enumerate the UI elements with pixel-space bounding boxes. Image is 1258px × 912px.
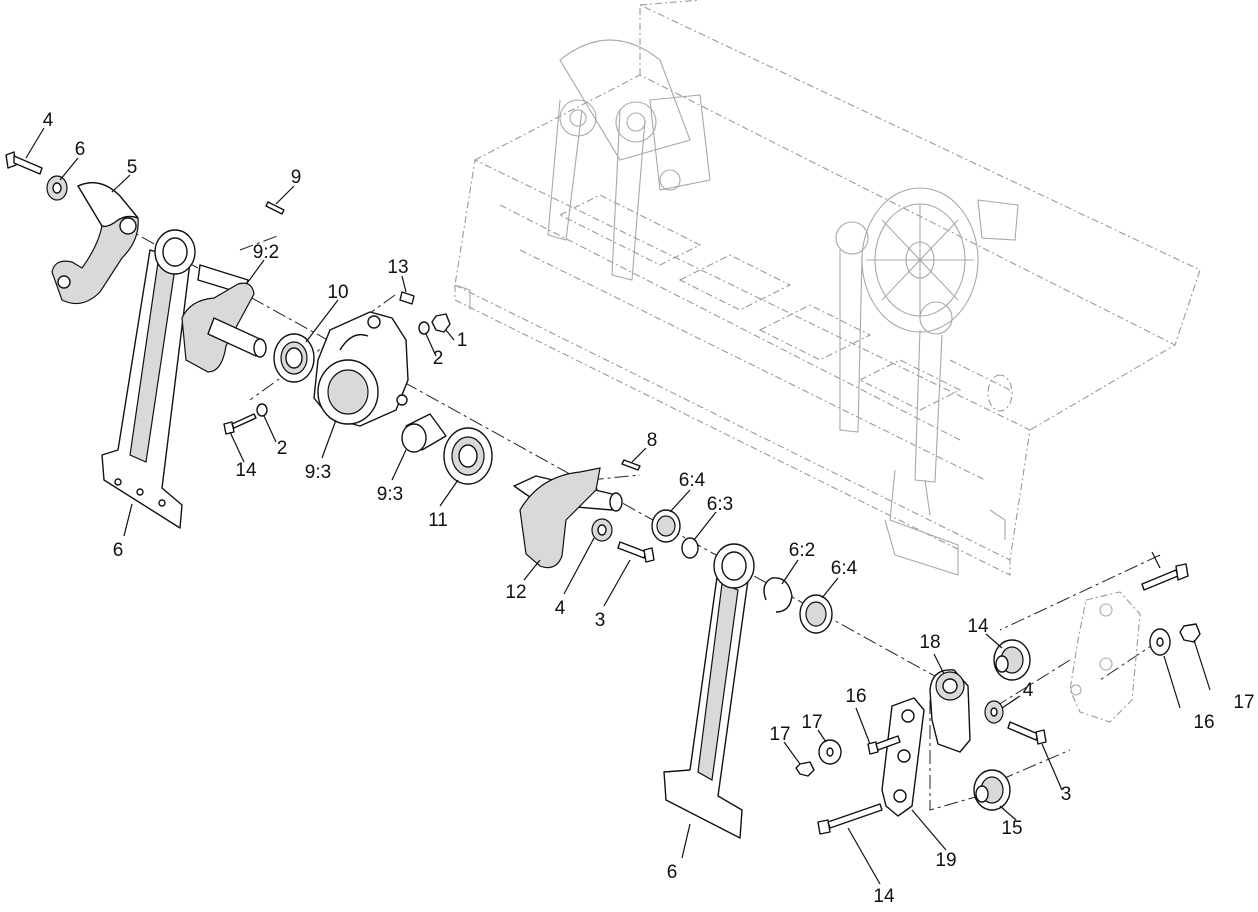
- callout-label: 16: [845, 686, 866, 707]
- callout-label: 10: [327, 282, 348, 303]
- bolt-part-11: [223, 413, 257, 435]
- bracket-part-18: [929, 669, 971, 753]
- pin-part-7-bottom: [621, 459, 641, 471]
- callout-label: 12: [505, 582, 526, 603]
- callout-label: 8: [647, 430, 658, 451]
- callout-label: 6:3: [707, 494, 733, 515]
- background-frame-ghost: [454, 0, 1201, 576]
- callout-label: 17: [1233, 692, 1254, 713]
- snap-ring-part-6-2: [763, 577, 793, 613]
- callout-label: 2: [277, 438, 288, 459]
- bushing-part-9-2: [401, 413, 447, 453]
- washer-part-2-top: [418, 321, 430, 335]
- pin-part-12: [399, 291, 415, 305]
- bearing-part-6-4-upper: [651, 509, 681, 543]
- callout-label: 6:4: [831, 558, 858, 579]
- bolt-part-3-right: [1007, 721, 1047, 745]
- callout-label: 18: [919, 632, 940, 653]
- callout-label: 6: [113, 540, 124, 561]
- leader-lines: [25, 127, 1211, 885]
- callout-label: 16: [1193, 712, 1214, 733]
- callout-label: 6: [75, 139, 86, 160]
- washer-part-4-left: [46, 175, 68, 201]
- bearing-part-9-3-bottom: [443, 427, 493, 485]
- housing-part-9: [313, 311, 409, 427]
- lever-part-10: [513, 467, 623, 569]
- callout-label: 1: [457, 330, 468, 351]
- ring-part-6-3: [681, 537, 699, 559]
- washer-part-4-right: [984, 700, 1004, 724]
- nut-part-17-left: [795, 761, 815, 777]
- callout-label: 14: [235, 460, 257, 481]
- arm-part-6-bottom: [663, 543, 755, 839]
- roller-part-14-lower: [973, 769, 1011, 811]
- plate-part-19: [881, 697, 925, 817]
- callout-label: 3: [595, 610, 606, 631]
- callout-label: 3: [1061, 784, 1072, 805]
- bolt-part-3-middle: [617, 541, 655, 563]
- callout-label: 17: [769, 724, 790, 745]
- bolt-part-15: [867, 735, 901, 755]
- callout-label: 4: [555, 598, 566, 619]
- callout-label: 15: [1001, 818, 1022, 839]
- callout-label: 2: [433, 348, 444, 369]
- callout-label: 14: [967, 616, 989, 637]
- bolt-part-top-right: [1141, 563, 1189, 591]
- bearing-part-9-3-top: [273, 333, 315, 383]
- washer-part-16-left: [818, 739, 842, 765]
- callout-label: 4: [1023, 680, 1034, 701]
- callout-label: 9: [291, 167, 302, 188]
- pin-part-7-top: [265, 201, 285, 215]
- washer-part-2-bottom: [256, 403, 268, 417]
- bolt-part-3-left: [5, 151, 43, 175]
- side-plate-ghost: [1069, 591, 1141, 723]
- callout-label: 17: [801, 712, 822, 733]
- washer-part-16-right: [1149, 628, 1171, 656]
- callout-label: 9:3: [305, 462, 331, 483]
- callout-label: 4: [43, 110, 54, 131]
- lever-part-8: [181, 264, 267, 373]
- callout-label: 6: [667, 862, 678, 883]
- bearing-part-6-4-lower: [799, 594, 833, 634]
- arm-part-6-left: [101, 229, 196, 529]
- callout-label: 6:4: [679, 470, 706, 491]
- callout-label: 5: [127, 157, 138, 178]
- callout-label: 9:3: [377, 484, 403, 505]
- bolt-part-13: [817, 803, 883, 835]
- callout-label: 11: [428, 510, 448, 531]
- callout-labels: 4 6 5 9 9:2 10 13 1 2 14 2 9:3 9:3 11 12…: [43, 110, 1255, 907]
- bracket-part-5: [51, 182, 139, 305]
- nut-part-17-right: [1179, 623, 1201, 643]
- callout-label: 14: [873, 886, 895, 907]
- roller-part-14-upper: [993, 639, 1031, 681]
- nut-part-1: [431, 313, 451, 333]
- assembly-axis: [119, 224, 1161, 811]
- callout-label: 6:2: [789, 540, 815, 561]
- washer-part-4-middle: [591, 518, 613, 542]
- callout-label: 13: [387, 257, 408, 278]
- callout-label: 9:2: [253, 242, 279, 263]
- callout-label: 19: [935, 850, 956, 871]
